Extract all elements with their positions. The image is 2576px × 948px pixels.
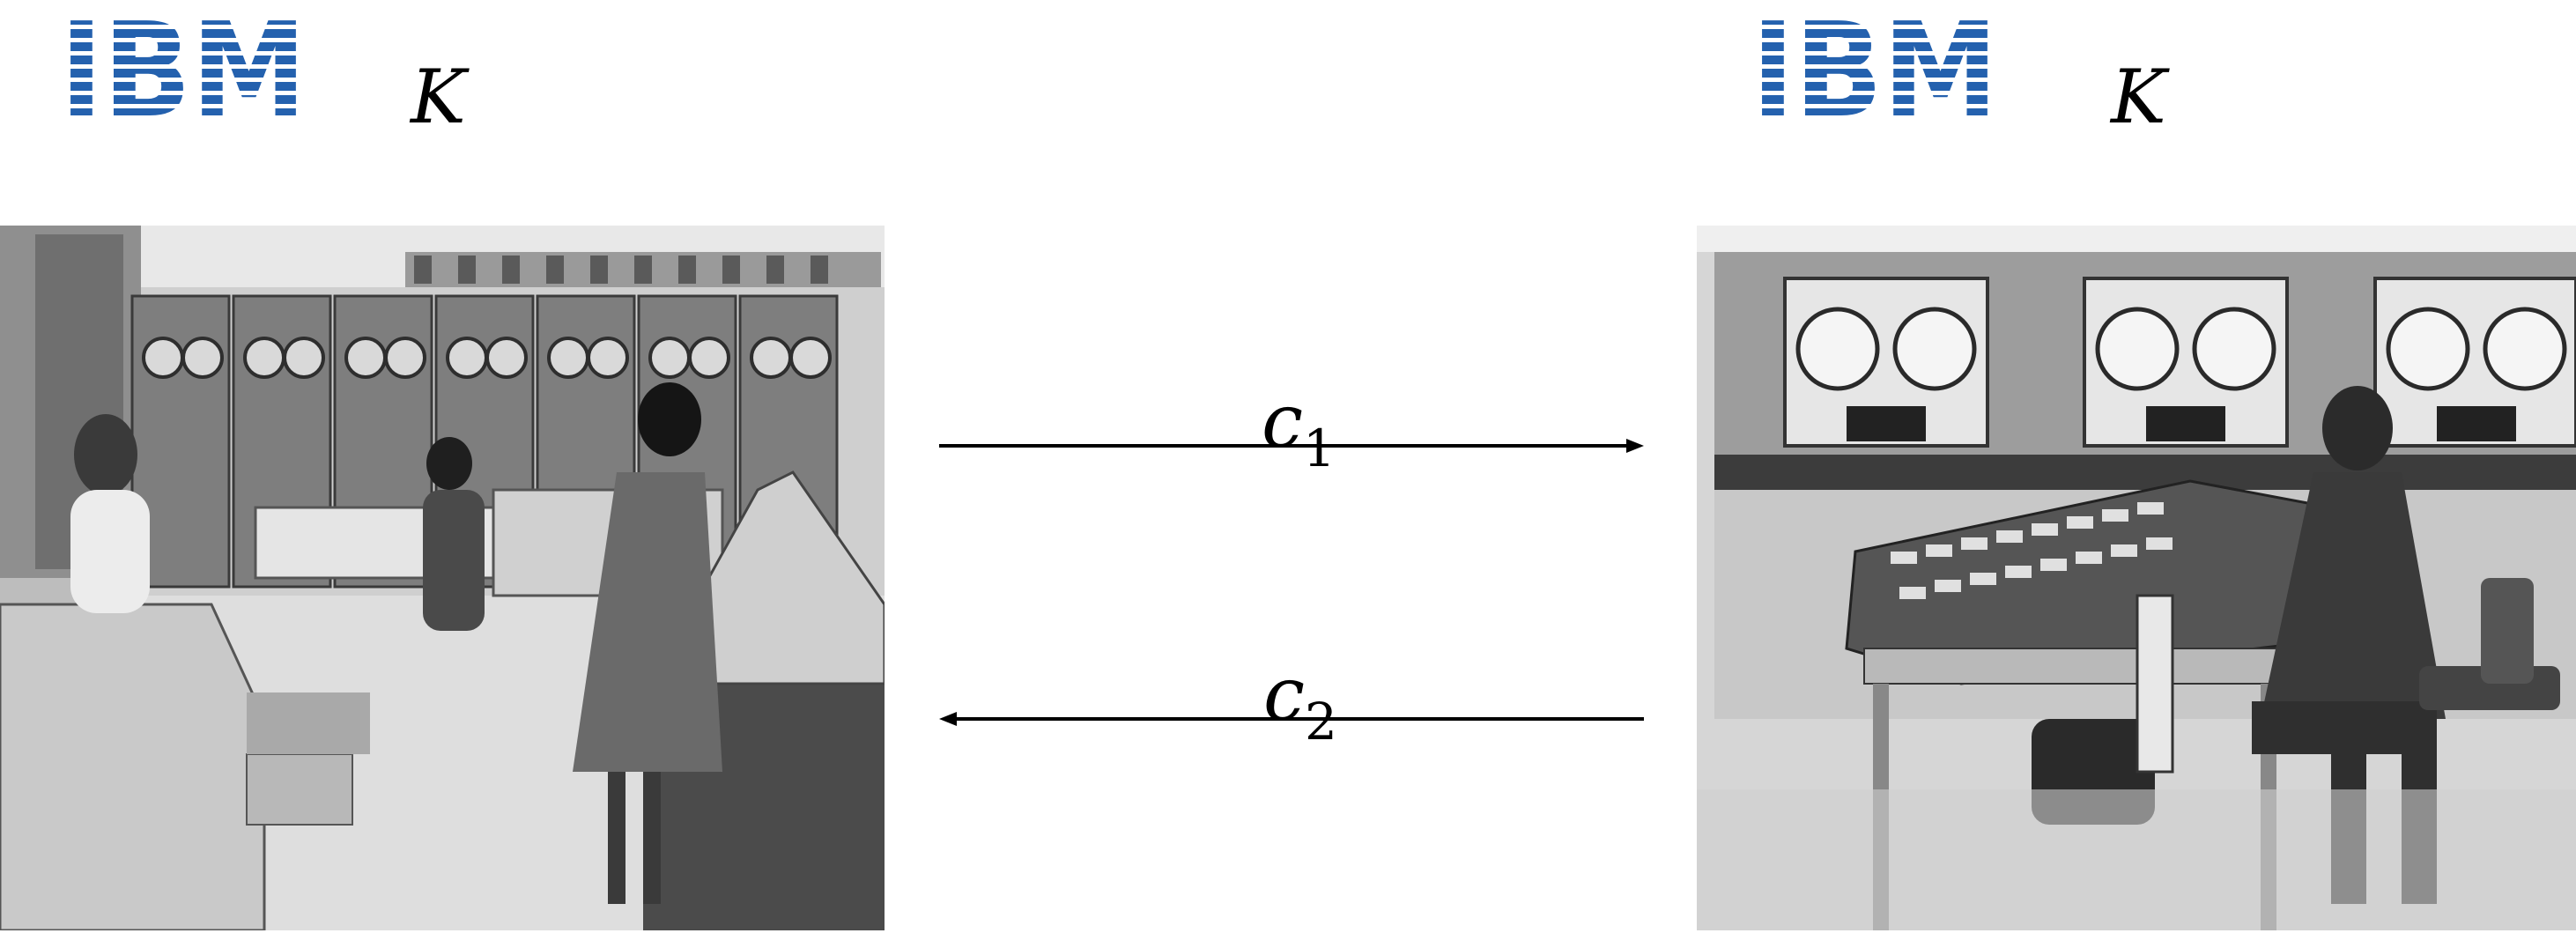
ibm-logo-left: IBM (58, 16, 308, 118)
ibm-logo-right: IBM (1750, 16, 2000, 118)
message-symbol: c (1263, 651, 1306, 737)
svg-text:IBM: IBM (60, 16, 307, 118)
message-label-c1: c1 (1262, 384, 1336, 474)
message-label-c2: c2 (1263, 657, 1337, 747)
key-label-left: K (411, 54, 466, 140)
mainframe-photo-right (1697, 226, 2576, 930)
svg-text:IBM: IBM (1751, 16, 1998, 118)
arrow-c2-right-to-left (939, 710, 1644, 728)
message-symbol: c (1262, 378, 1304, 464)
message-subscript: 1 (1303, 418, 1336, 478)
arrow-c1-left-to-right (939, 437, 1644, 455)
key-label-right: K (2111, 54, 2166, 140)
mainframe-photo-left (0, 226, 885, 930)
message-subscript: 2 (1305, 692, 1337, 752)
